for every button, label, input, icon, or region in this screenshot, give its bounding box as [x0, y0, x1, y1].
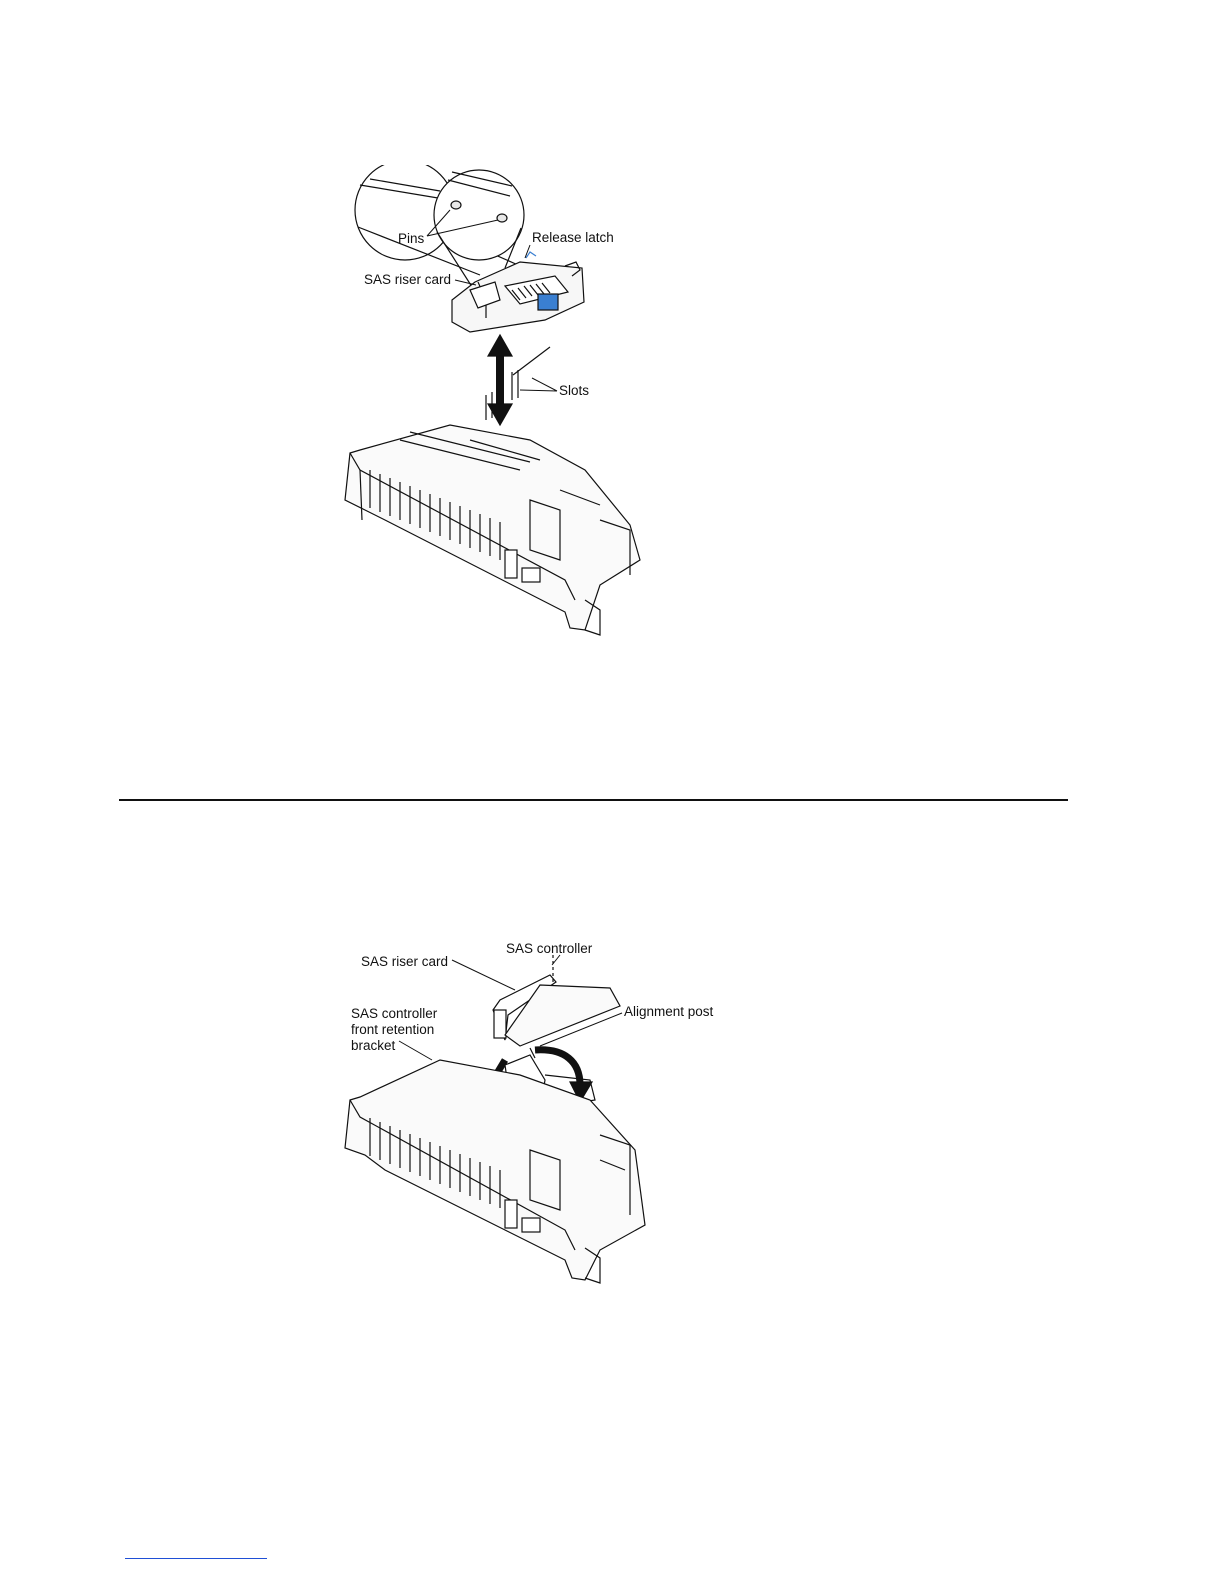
- figure1-drawing: Pins Release latch SAS riser card Slots: [0, 0, 1224, 800]
- callout-front-retention-bracket-2: front retention: [351, 1022, 434, 1037]
- callout-front-retention-bracket-3: bracket: [351, 1038, 396, 1053]
- figure2-drawing: SAS controller SAS riser card SAS contro…: [0, 920, 1224, 1310]
- section-divider: [119, 799, 1068, 801]
- callout-sas-riser-card: SAS riser card: [364, 272, 451, 287]
- callout-release-latch: Release latch: [532, 230, 614, 245]
- callout-front-retention-bracket-1: SAS controller: [351, 1006, 438, 1021]
- callout-slots: Slots: [559, 383, 589, 398]
- callout-sas-riser-card-2: SAS riser card: [361, 954, 448, 969]
- callout-pins: Pins: [398, 231, 425, 246]
- callout-alignment-post: Alignment post: [624, 1004, 714, 1019]
- release-latch-icon: [538, 294, 558, 310]
- callout-sas-controller: SAS controller: [506, 941, 593, 956]
- footer-link-underline[interactable]: [125, 1558, 267, 1559]
